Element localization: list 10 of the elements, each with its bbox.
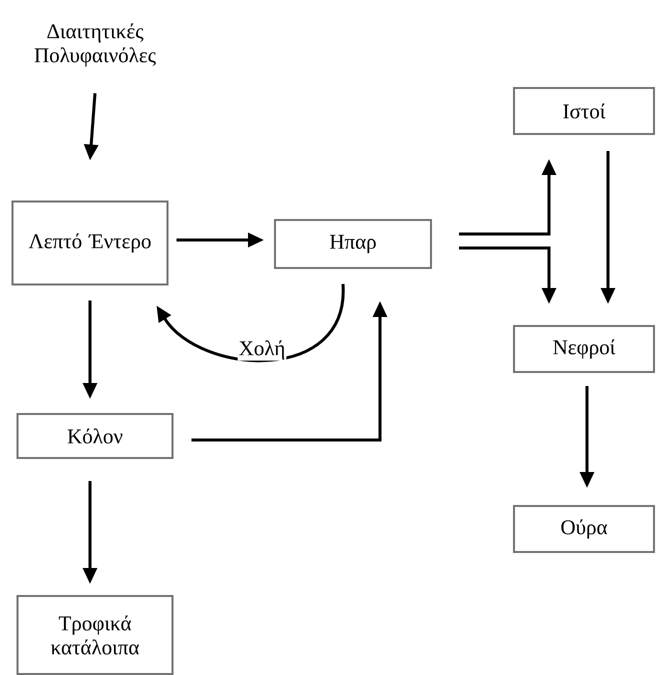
arrow xyxy=(156,284,344,362)
process-box: Ούρα xyxy=(513,505,655,553)
process-box: Νεφροί xyxy=(513,325,655,373)
input-label: Διαιτητικές Πολυφαινόλες xyxy=(34,23,156,67)
process-box: Ηπαρ xyxy=(274,219,432,269)
process-box: Τροφικά κατάλοιπα xyxy=(16,595,174,675)
process-box: Λεπτό Έντερο xyxy=(12,200,168,286)
process-box: Κόλον xyxy=(16,413,174,459)
edge-label: Χολή xyxy=(238,339,286,361)
process-box: Ιστοί xyxy=(513,87,655,135)
